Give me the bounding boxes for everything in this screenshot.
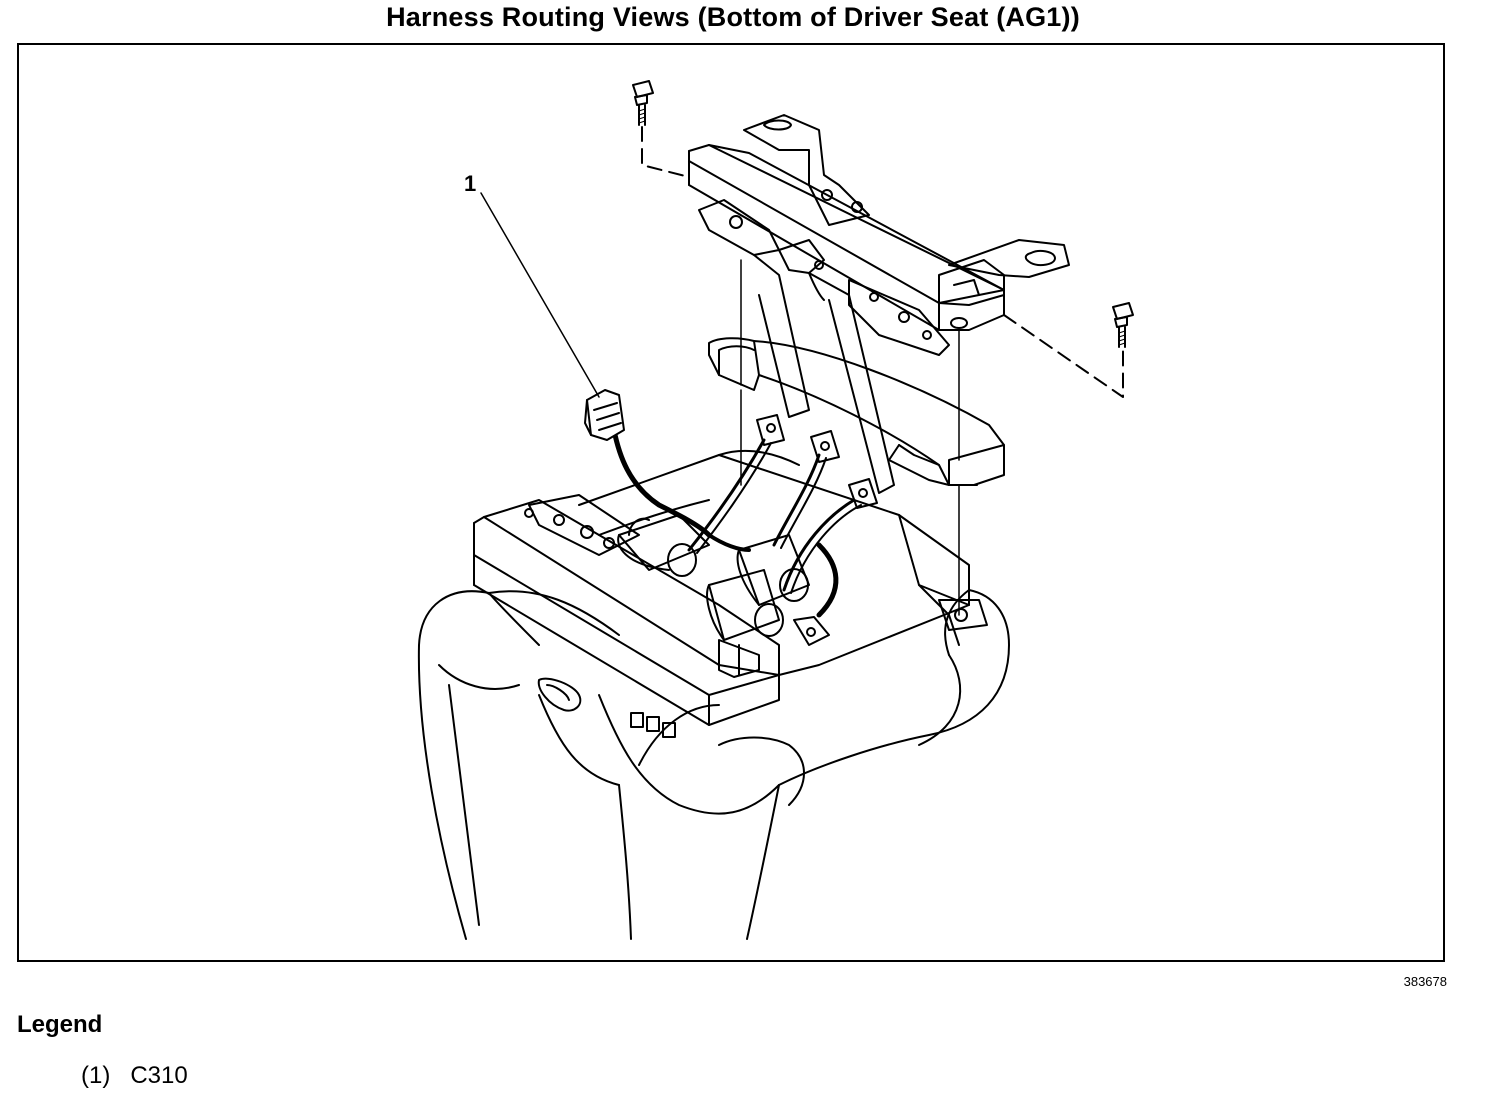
wiring-harness — [611, 414, 878, 618]
connector-c310 — [584, 389, 625, 441]
seat-cushion — [417, 589, 1010, 940]
seat-pan-frame — [473, 449, 988, 726]
figure-number: 383678 — [1403, 974, 1447, 989]
callout-number-1: 1 — [464, 171, 476, 196]
legend-item-label: C310 — [130, 1062, 188, 1089]
bolts-and-alignment-lines — [632, 80, 1134, 616]
seat-motors — [617, 514, 830, 646]
seat-harness-diagram: 1 — [417, 80, 1134, 940]
callout-1 — [480, 192, 600, 398]
legend-item-number: (1) — [81, 1062, 111, 1089]
page-title: Harness Routing Views (Bottom of Driver … — [386, 2, 1080, 32]
diagram-frame: 1 — [17, 43, 1445, 962]
legend-item: (1) C310 — [81, 1062, 188, 1090]
legend-heading: Legend — [17, 1011, 103, 1038]
legend-list: (1) C310 — [81, 1062, 188, 1090]
upper-track-rail — [688, 114, 1070, 494]
seat-pan-bracket — [708, 337, 1005, 486]
